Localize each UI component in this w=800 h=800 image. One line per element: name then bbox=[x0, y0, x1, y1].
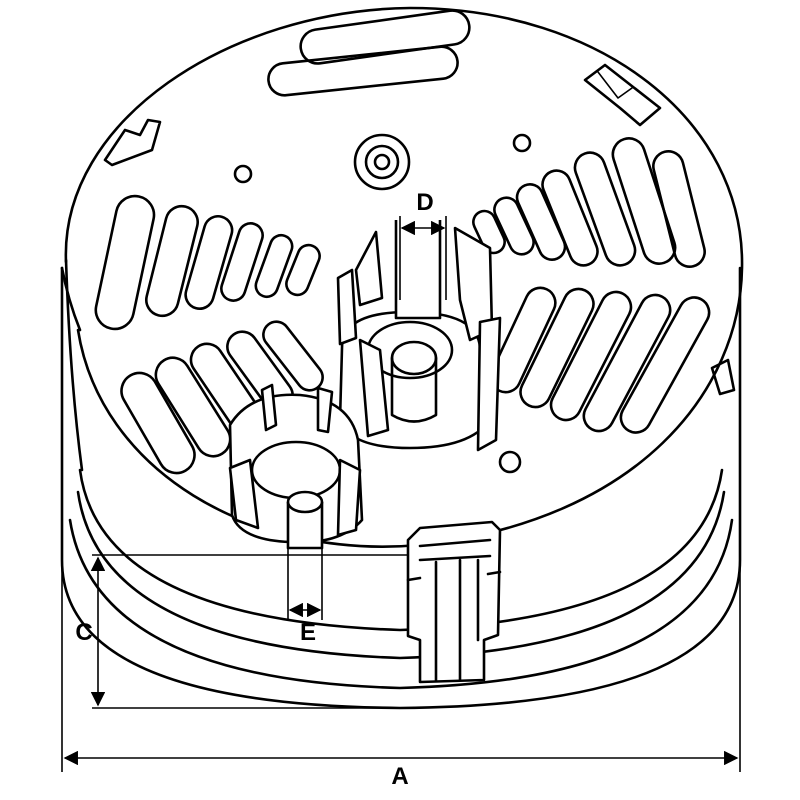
dimension-c: C bbox=[75, 554, 408, 709]
top-slot-2 bbox=[267, 45, 459, 97]
plug-connector bbox=[406, 520, 502, 684]
bearing-boss-mid bbox=[364, 144, 400, 180]
terminal-e: E bbox=[228, 383, 364, 646]
dimension-label-a: A bbox=[391, 763, 408, 790]
ventilation-slots bbox=[94, 137, 711, 475]
mount-hole-3 bbox=[498, 450, 522, 474]
bearing-boss-inner bbox=[373, 153, 391, 171]
mount-hole-1 bbox=[233, 164, 253, 184]
dimension-label-e: E bbox=[300, 619, 316, 646]
dimension-a: A bbox=[61, 285, 741, 790]
bearing-boss-outer bbox=[353, 133, 411, 191]
dimension-label-d: D bbox=[416, 189, 433, 216]
top-slot bbox=[299, 9, 471, 65]
terminal-d: D bbox=[336, 189, 502, 452]
mount-hole-2 bbox=[512, 133, 532, 153]
dimension-label-c: C bbox=[75, 619, 92, 646]
